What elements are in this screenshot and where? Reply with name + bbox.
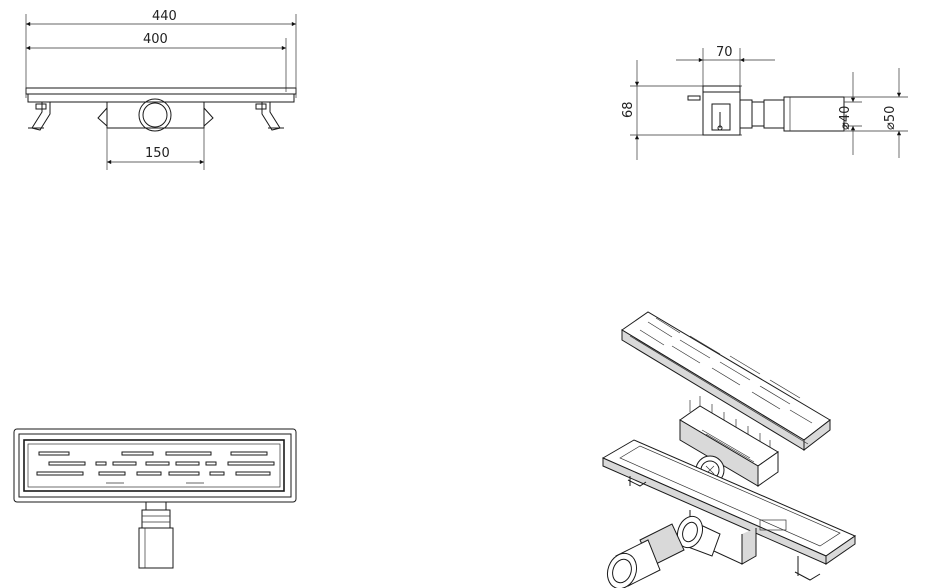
iso-trap-insert bbox=[679, 396, 779, 487]
front-view: 440 400 bbox=[25, 9, 297, 170]
dimension-400: 400 bbox=[26, 32, 287, 92]
dimension-400-label: 400 bbox=[143, 32, 168, 47]
dimension-440-label: 440 bbox=[152, 9, 177, 24]
front-wedge-left bbox=[97, 106, 108, 128]
side-view: 70 68 ⌀40 bbox=[621, 45, 908, 160]
side-top-flange bbox=[702, 85, 741, 93]
side-outlet-collar bbox=[739, 99, 753, 129]
top-view bbox=[13, 428, 297, 569]
front-wedge-right bbox=[203, 106, 214, 128]
top-outlet-pipe bbox=[138, 527, 174, 569]
front-outlet-circle-inner bbox=[142, 102, 168, 128]
front-outlet-circle-outer bbox=[138, 98, 172, 132]
isometric-view bbox=[601, 311, 857, 588]
top-outlet-neck bbox=[145, 501, 167, 511]
dimension-70: 70 bbox=[676, 45, 775, 90]
dimension-150-label: 150 bbox=[145, 146, 170, 161]
dimension-68-label: 68 bbox=[621, 101, 636, 118]
dimension-d50-label: ⌀50 bbox=[883, 106, 898, 130]
dimension-d40-label: ⌀40 bbox=[838, 106, 853, 130]
dimension-d50: ⌀50 bbox=[844, 68, 908, 158]
side-outlet-pipe bbox=[783, 96, 845, 132]
front-foot-right bbox=[255, 102, 284, 131]
front-frame-top bbox=[25, 87, 297, 95]
front-foot-left bbox=[28, 102, 51, 131]
front-channel bbox=[27, 93, 295, 103]
top-grate bbox=[23, 439, 285, 492]
dimension-68: 68 bbox=[621, 60, 742, 160]
dimension-d40: ⌀40 bbox=[838, 72, 862, 155]
dimension-150: 150 bbox=[106, 128, 205, 170]
iso-channel bbox=[601, 439, 857, 581]
iso-grate bbox=[621, 311, 831, 452]
iso-outlet-pipe bbox=[606, 515, 721, 588]
dimension-440: 440 bbox=[25, 9, 297, 42]
top-grate-slots bbox=[36, 451, 275, 484]
front-sump-box bbox=[106, 101, 205, 129]
dimension-70-label: 70 bbox=[716, 45, 733, 60]
